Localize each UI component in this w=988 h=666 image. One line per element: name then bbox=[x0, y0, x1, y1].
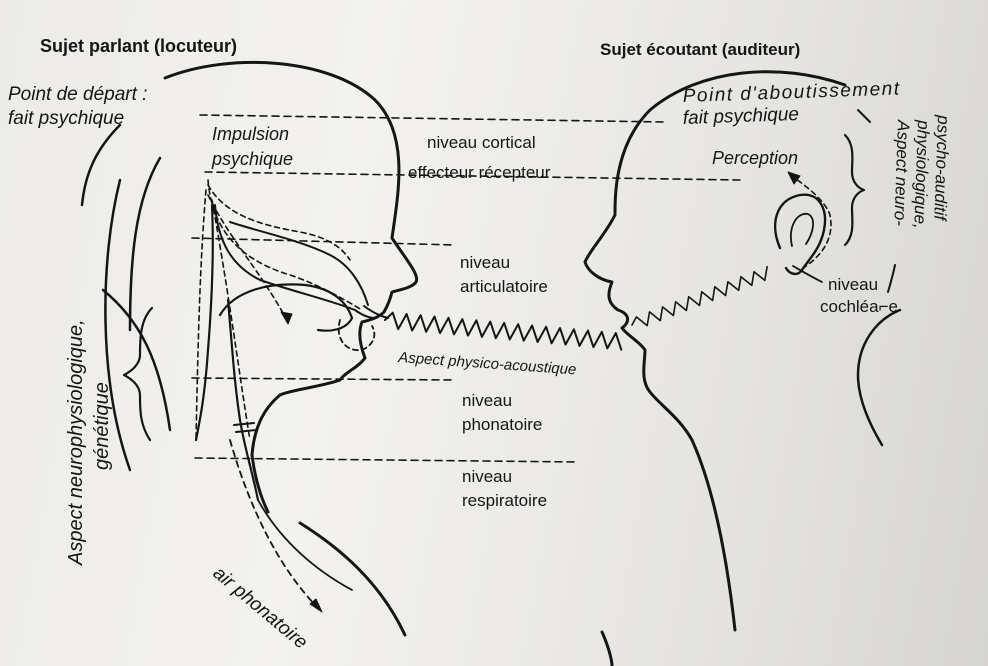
speaker-start-label-1: Point de départ : bbox=[8, 84, 147, 105]
listener-ear-inner bbox=[791, 214, 813, 246]
listener-end-tick bbox=[858, 110, 870, 122]
impulse-label-2: psychique bbox=[211, 149, 293, 169]
level-phonatory-label-1: niveau bbox=[462, 391, 512, 410]
impulse-label-1: Impulsion bbox=[212, 124, 289, 144]
speaker-title: Sujet parlant (locuteur) bbox=[40, 36, 237, 56]
airflow-label: air phonatoire bbox=[209, 563, 312, 654]
acoustic-wave-listener bbox=[632, 267, 767, 326]
level-cochlear-label-1: niveau bbox=[828, 275, 878, 294]
level-articulatory-label-2: articulatoire bbox=[460, 277, 548, 296]
level-effector-receptor-label: effecteur récepteur bbox=[408, 163, 551, 182]
vocal-fold-mark-1 bbox=[234, 423, 254, 425]
listener-end-label-1: Point d'aboutissement bbox=[682, 78, 900, 107]
listener-auditory-arrowhead bbox=[788, 172, 800, 184]
speaker-trachea bbox=[196, 205, 213, 440]
acoustic-aspect-label: Aspect physico-acoustique bbox=[397, 349, 577, 378]
listener-aspect-tick bbox=[888, 265, 895, 292]
level-articulatory-label-1: niveau bbox=[460, 253, 510, 272]
speaker-start-arc bbox=[82, 125, 120, 205]
listener-aspect-label-3: psycho-auditif bbox=[930, 114, 953, 223]
speaker-aspect-label-1: Aspect neurophysiologique, bbox=[65, 319, 87, 566]
listener-aspect-label-1: Aspect neuro- bbox=[890, 119, 913, 227]
speaker-vocal-tract bbox=[215, 205, 375, 318]
perception-label: Perception bbox=[712, 148, 798, 168]
speaker-tongue bbox=[220, 284, 352, 330]
speaker-shoulder-outline bbox=[300, 523, 405, 635]
speaker-aspect-curve bbox=[130, 158, 160, 330]
level-respiratory-label-2: respiratoire bbox=[462, 491, 547, 510]
speaker-neural-path-3 bbox=[208, 195, 288, 322]
vocal-fold-mark-2 bbox=[236, 430, 256, 432]
level-line-cortical-top bbox=[200, 115, 665, 122]
listener-ear-outline bbox=[775, 195, 825, 274]
speaker-start-label-2: fait psychique bbox=[8, 108, 124, 129]
listener-right-brace bbox=[845, 135, 864, 245]
speaker-oral-region bbox=[339, 320, 375, 350]
speaker-head-outline bbox=[165, 62, 417, 512]
speaker-neural-arrow-1 bbox=[281, 312, 292, 324]
listener-end-label-2: fait psychique bbox=[682, 104, 799, 129]
level-cochlear-label-2: cochléa⌐e bbox=[820, 297, 898, 316]
listener-aspect-curve bbox=[858, 310, 900, 445]
speaker-neural-path-5 bbox=[212, 200, 250, 440]
acoustic-wave-main bbox=[385, 313, 621, 350]
listener-aspect-label-2: physiologique, bbox=[910, 119, 933, 229]
listener-shoulder-outline bbox=[602, 632, 612, 666]
level-cortical-label: niveau cortical bbox=[427, 133, 536, 152]
level-respiratory-label-1: niveau bbox=[462, 467, 512, 486]
speaker-neural-path-4 bbox=[196, 190, 206, 440]
listener-title: Sujet écoutant (auditeur) bbox=[600, 40, 800, 59]
level-phonatory-label-2: phonatoire bbox=[462, 415, 542, 434]
speaker-neural-path-1 bbox=[208, 180, 362, 310]
level-line-phonatory bbox=[192, 378, 455, 380]
speaker-aspect-label-2: génétique bbox=[91, 382, 113, 470]
